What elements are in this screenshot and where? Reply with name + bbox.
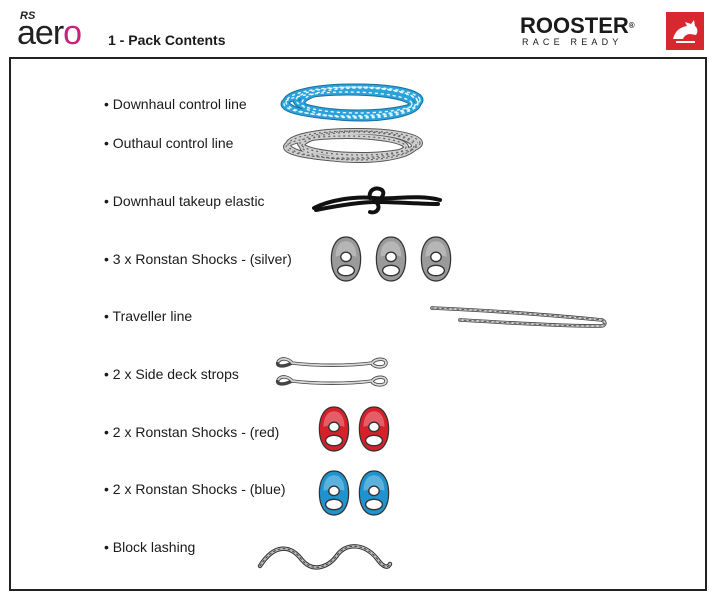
block-lashing-icon <box>256 538 396 574</box>
rooster-badge-icon <box>666 12 704 50</box>
item-label-block-lashing: • Block lashing <box>104 539 196 555</box>
silver-shock-1 <box>330 236 362 282</box>
red-shock-1 <box>318 406 350 452</box>
rs-logo-text: RS <box>20 10 36 22</box>
grey-rope-coil-icon <box>280 124 430 166</box>
rooster-logo-wordmark: ROOSTER <box>520 13 629 38</box>
silver-shock-2 <box>375 236 407 282</box>
rooster-tagline: RACE READY <box>522 37 623 47</box>
traveller-line-icon <box>430 300 610 334</box>
rs-aero-logo: RS aero <box>8 10 100 52</box>
silver-shock-icon <box>330 234 454 282</box>
deck-strop-icon <box>272 352 392 392</box>
silver-shock-3 <box>420 236 452 282</box>
blue-rope-coil-icon <box>280 80 430 124</box>
item-label-side-deck-strops: • 2 x Side deck strops <box>104 366 239 382</box>
red-shock-icon <box>318 404 394 452</box>
item-label-red-shocks: • 2 x Ronstan Shocks - (red) <box>104 424 280 440</box>
item-label-traveller-line: • Traveller line <box>104 308 193 324</box>
page-header: RS aero 1 - Pack Contents ROOSTER® RACE … <box>0 0 716 56</box>
pack-contents-panel <box>9 57 707 591</box>
red-shock-2 <box>358 406 390 452</box>
registered-mark: ® <box>628 21 635 30</box>
item-label-downhaul-control-line: • Downhaul control line <box>104 96 247 112</box>
item-label-downhaul-takeup-elastic: • Downhaul takeup elastic <box>104 193 265 209</box>
aero-logo-text-accent: o <box>63 14 82 52</box>
blue-shock-1 <box>318 470 350 516</box>
item-label-blue-shocks: • 2 x Ronstan Shocks - (blue) <box>104 481 286 497</box>
aero-logo-text: aero <box>17 14 82 52</box>
black-elastic-icon <box>310 182 446 218</box>
blue-shock-icon <box>318 468 394 516</box>
item-label-silver-shocks: • 3 x Ronstan Shocks - (silver) <box>104 251 292 267</box>
page-title: 1 - Pack Contents <box>108 32 226 48</box>
blue-shock-2 <box>358 470 390 516</box>
rooster-logo: ROOSTER® RACE READY <box>520 12 708 50</box>
item-label-outhaul-control-line: • Outhaul control line <box>104 135 234 151</box>
aero-logo-text-main: aer <box>17 14 64 52</box>
rooster-logo-name: ROOSTER® <box>520 14 635 38</box>
